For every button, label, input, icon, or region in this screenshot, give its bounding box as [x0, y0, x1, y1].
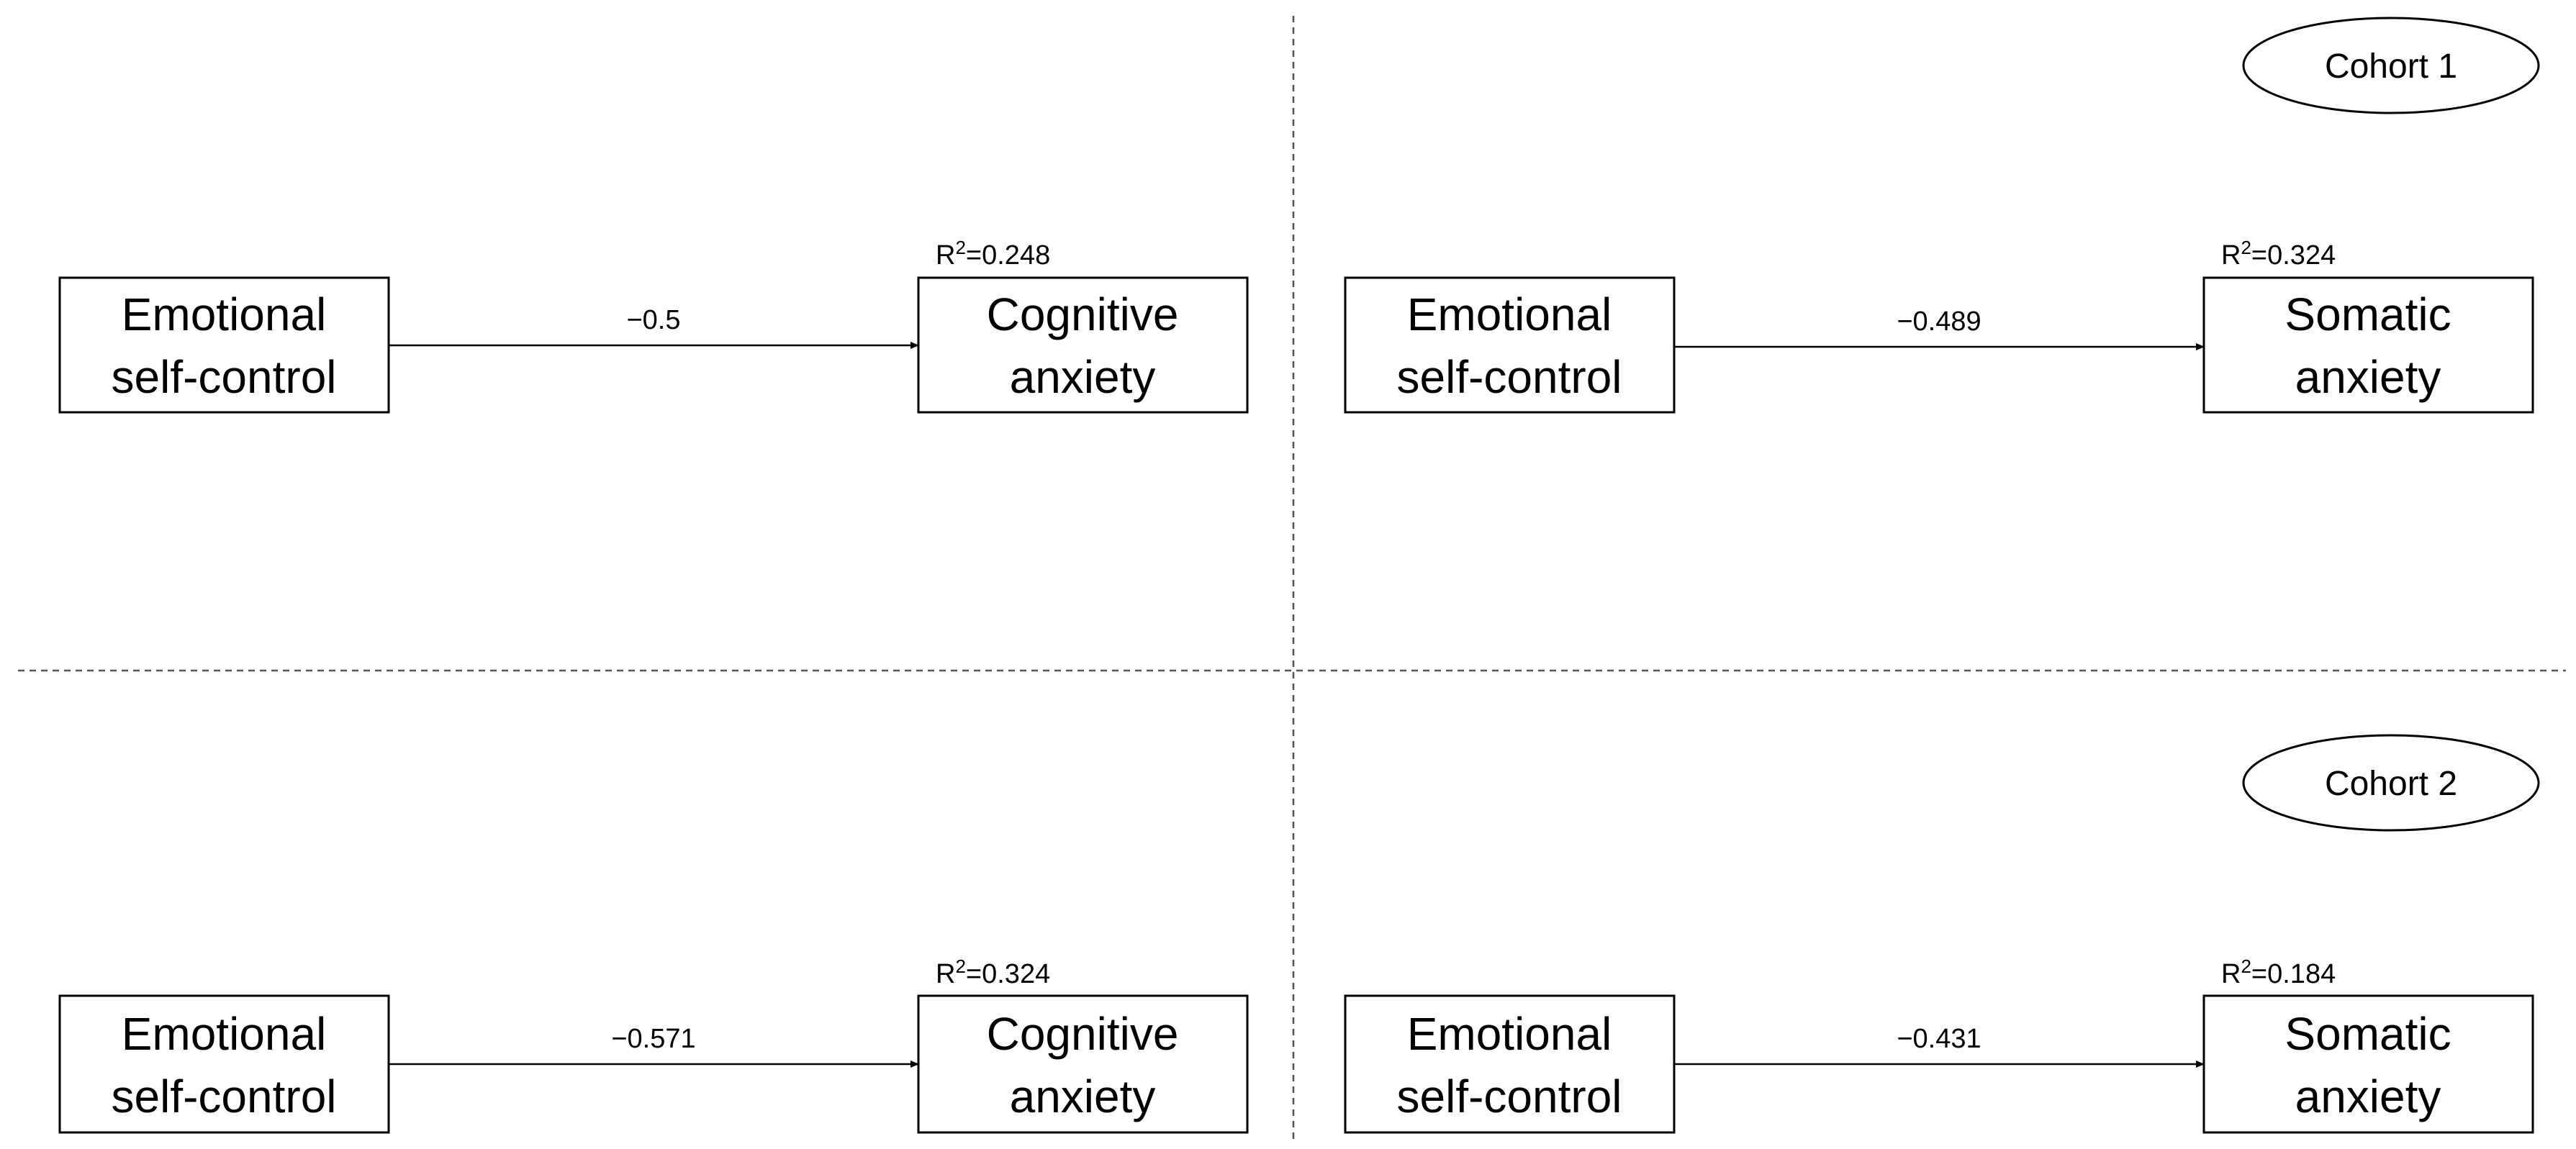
r-squared-exponent: 2 [955, 955, 965, 977]
r-squared-label: R2=0.324 [2221, 237, 2336, 271]
predictor-label-line2: self-control [112, 351, 337, 403]
panel-cohort1-somatic: Emotional self-control −0.489 R2=0.324 S… [1344, 237, 2534, 414]
outcome-label-line2: anxiety [1010, 1071, 1156, 1122]
predictor-label-line1: Emotional [1407, 1008, 1612, 1060]
predictor-label-line1: Emotional [122, 1008, 327, 1060]
predictor-box [1344, 994, 1676, 1134]
cohort-badge-ellipse [2242, 17, 2540, 114]
path-coefficient: −0.489 [1897, 306, 1981, 337]
outcome-label-line2: anxiety [2295, 1071, 2441, 1122]
predictor-label-line2: self-control [1397, 351, 1622, 403]
outcome-label-line1: Cognitive [987, 289, 1179, 340]
outcome-label-line2: anxiety [2295, 351, 2441, 403]
path-coefficient: −0.5 [626, 305, 680, 335]
predictor-box [1344, 276, 1676, 414]
outcome-box [2202, 276, 2534, 414]
cohort-1-group: Cohort 1 Emotional self-control −0.5 R2=… [58, 17, 2540, 414]
r-squared-value: =0.248 [966, 240, 1050, 271]
panel-cohort1-cognitive: Emotional self-control −0.5 R2=0.248 Cog… [58, 237, 1249, 414]
r-squared-exponent: 2 [955, 237, 965, 258]
cohort-2-badge: Cohort 2 [2242, 734, 2540, 832]
r-squared-symbol: R [936, 240, 955, 271]
outcome-label-line1: Somatic [2284, 1008, 2451, 1060]
r-squared-symbol: R [936, 959, 955, 989]
r-squared-label: R2=0.324 [936, 955, 1050, 989]
outcome-label-line1: Somatic [2284, 289, 2451, 340]
predictor-box [58, 994, 390, 1134]
path-coefficient: −0.431 [1897, 1024, 1981, 1054]
outcome-box [917, 994, 1249, 1134]
cohort-2-group: Cohort 2 Emotional self-control −0.571 R… [58, 734, 2540, 1134]
r-squared-exponent: 2 [2241, 955, 2251, 977]
r-squared-value: =0.184 [2251, 959, 2336, 989]
cohort-badge-ellipse [2242, 734, 2540, 832]
outcome-box [917, 276, 1249, 414]
predictor-label-line2: self-control [1397, 1071, 1622, 1122]
r-squared-label: R2=0.184 [2221, 955, 2336, 989]
outcome-label-line2: anxiety [1010, 351, 1156, 403]
cohort-1-badge: Cohort 1 [2242, 17, 2540, 114]
r-squared-value: =0.324 [966, 959, 1050, 989]
predictor-label-line1: Emotional [122, 289, 327, 340]
predictor-box [58, 276, 390, 414]
r-squared-symbol: R [2221, 240, 2241, 271]
r-squared-label: R2=0.248 [936, 237, 1050, 271]
path-coefficient: −0.571 [611, 1024, 695, 1054]
r-squared-symbol: R [2221, 959, 2241, 989]
cohort-label: Cohort 1 [2325, 47, 2457, 86]
outcome-box [2202, 994, 2534, 1134]
outcome-label-line1: Cognitive [987, 1008, 1179, 1060]
cohort-label: Cohort 2 [2325, 765, 2457, 803]
predictor-label-line1: Emotional [1407, 289, 1612, 340]
r-squared-exponent: 2 [2241, 237, 2251, 258]
panel-cohort2-somatic: Emotional self-control −0.431 R2=0.184 S… [1344, 955, 2534, 1134]
panel-cohort2-cognitive: Emotional self-control −0.571 R2=0.324 C… [58, 955, 1249, 1134]
predictor-label-line2: self-control [112, 1071, 337, 1122]
r-squared-value: =0.324 [2251, 240, 2336, 271]
